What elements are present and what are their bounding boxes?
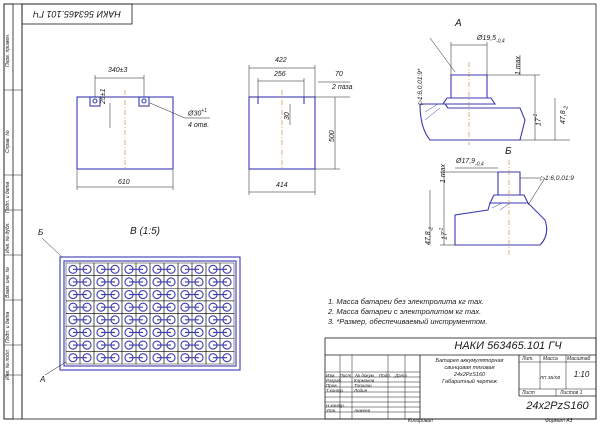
detail-a-label: А <box>455 18 462 29</box>
tb-tkontr-name: Лодин <box>354 388 368 393</box>
note-1: 1. Масса батареи без электролита кг max. <box>328 297 485 306</box>
tb-sheets: Листов 1 <box>560 390 583 396</box>
detail-a <box>419 37 570 145</box>
note-2: 2. Масса батареи с электролитом кг max. <box>328 307 482 316</box>
front-dim-25: 25±1 <box>100 88 107 104</box>
plan-view-title: В (1:5) <box>130 226 161 237</box>
tb-format: Формат А3 <box>545 418 573 424</box>
tb-copy: Копировал <box>408 418 433 424</box>
tb-name-4: Габаритный чертеж <box>442 379 497 385</box>
tb-org: ЛП ЗБ/КВ <box>540 375 561 380</box>
front-dim-340: 340±3 <box>108 67 128 74</box>
detail-a-17: 17-1 <box>533 113 543 126</box>
tb-name-3: 24x2PzS160 <box>453 372 486 378</box>
front-view <box>76 75 210 190</box>
tb-utv-name: Анжеев <box>354 408 370 413</box>
tb-lit: Лит. <box>522 356 534 362</box>
detail-a-478: 47,8-2 <box>560 105 570 124</box>
side-view <box>248 65 350 195</box>
title-block <box>324 337 597 420</box>
side-dim-70: 70 <box>335 71 343 78</box>
left-strip-label: Подп. и дата <box>5 311 11 343</box>
left-strip-label: Подп. и дата <box>5 181 11 213</box>
detail-a-taper: ▷1:6,0,01:9* <box>417 68 424 105</box>
tb-designation: 24x2PzS160 <box>526 400 589 412</box>
tb-doc-number: НАКИ 563465.101 ГЧ <box>454 340 562 352</box>
side-dim-2-slots: 2 паза <box>332 84 353 91</box>
detail-a-diameter: Ø19,5-0,4 <box>477 35 505 45</box>
hole-diameter: Ø30+1 <box>188 108 207 118</box>
side-dim-414: 414 <box>276 182 288 189</box>
tb-utv: Утв. <box>326 408 337 413</box>
plan-view <box>41 237 241 376</box>
detail-b <box>429 160 548 255</box>
side-dim-30: 30 <box>284 112 291 120</box>
detail-b-478: 47,8-2 <box>425 226 435 245</box>
left-strip-label: Инв. № дубл. <box>5 221 11 253</box>
tb-sheet: Лист <box>522 390 535 396</box>
tb-name-1: Батарея аккумуляторная <box>435 358 504 364</box>
tb-prov: Пров. <box>326 383 338 388</box>
side-dim-422: 422 <box>275 57 287 64</box>
plan-label-a: А <box>40 375 46 384</box>
left-strip-label: Взам. инв. № <box>5 266 11 298</box>
tb-name-2: свинцовая тяговая <box>444 365 495 371</box>
notes: 1. Масса батареи без электролита кг max.… <box>328 297 487 327</box>
detail-b-diameter: Ø17,9-0,4 <box>456 158 484 168</box>
tb-col-podp: Подп. <box>379 373 392 378</box>
detail-b-17: 17-1 <box>439 227 449 240</box>
tb-col-izm: Изм. <box>326 373 336 378</box>
tb-col-doc: № докум. <box>355 373 376 378</box>
tb-prov-name: Топилин <box>354 383 372 388</box>
front-dim-610: 610 <box>118 179 130 186</box>
detail-b-label: Б <box>505 146 512 157</box>
detail-a-max: 1 max <box>515 55 522 75</box>
side-dim-500: 500 <box>329 130 336 142</box>
note-3: 3. *Размер, обеспечиваемый инструментом. <box>328 317 488 326</box>
tb-name: Батарея аккумуляторная свинцовая тяговая… <box>421 358 518 386</box>
left-strip-label: Инв. № подл. <box>5 348 11 380</box>
left-strip-label: Перв. примен. <box>5 33 11 67</box>
tb-scale-label: Масштаб <box>567 356 591 362</box>
left-strip-label: Справ. № <box>5 129 11 153</box>
tb-col-list: Лист <box>339 373 352 378</box>
tb-col-date: Дата <box>395 373 407 378</box>
tb-tkontr: Т.контр. <box>326 388 345 393</box>
hole-count: 4 отв. <box>188 122 210 129</box>
tb-razrab: Разраб. <box>326 378 343 383</box>
detail-b-taper: ▷1:6,0,01:9 <box>540 175 574 182</box>
plan-label-b: Б <box>38 228 44 237</box>
tb-nkontr: Н.контр. <box>326 403 346 408</box>
tb-razrab-name: Кармаков <box>354 378 375 383</box>
tb-mass: Масса <box>543 356 558 362</box>
tb-scale: 1:10 <box>573 370 590 379</box>
side-dim-256: 256 <box>274 71 286 78</box>
tb-header-row: Изм. Лист № докум. Подп. Дата <box>326 373 407 378</box>
top-stamp: НАКИ 563465.101 ГЧ <box>33 9 121 19</box>
detail-b-max: 1 max <box>440 163 447 183</box>
